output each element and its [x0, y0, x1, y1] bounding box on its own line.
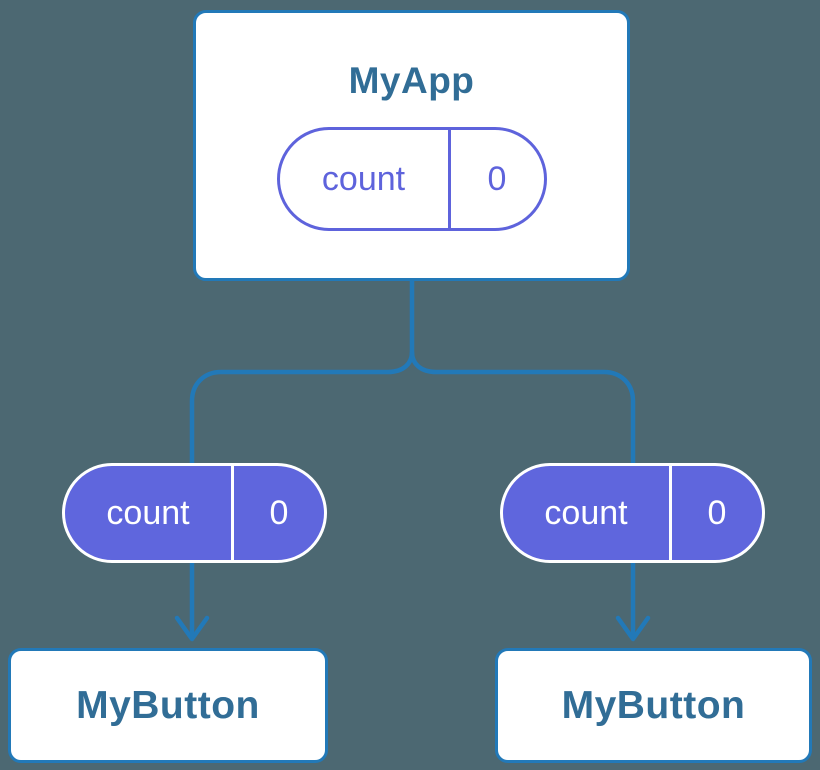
- state-value-label: 0: [669, 466, 762, 560]
- component-card-mybutton-right: MyButton: [495, 648, 812, 763]
- state-name-label: count: [106, 493, 190, 532]
- state-value-label: 0: [231, 466, 324, 560]
- right-arrowhead-icon: [615, 615, 651, 642]
- state-value-label: 0: [447, 130, 544, 228]
- component-card-myapp: MyApp count 0: [193, 10, 630, 281]
- left-branch-line: [189, 351, 415, 636]
- state-pill-left-child: count 0: [62, 463, 327, 563]
- right-branch-line: [409, 351, 636, 636]
- component-title: MyApp: [348, 60, 475, 101]
- component-card-mybutton-left: MyButton: [8, 648, 328, 763]
- left-arrowhead-icon: [174, 615, 210, 642]
- state-name-label: count: [544, 493, 628, 532]
- component-title: MyButton: [561, 683, 746, 727]
- component-title: MyButton: [76, 683, 260, 727]
- state-pill-right-child: count 0: [500, 463, 765, 563]
- state-name-label: count: [321, 159, 406, 198]
- state-pill-myapp: count 0: [276, 127, 547, 231]
